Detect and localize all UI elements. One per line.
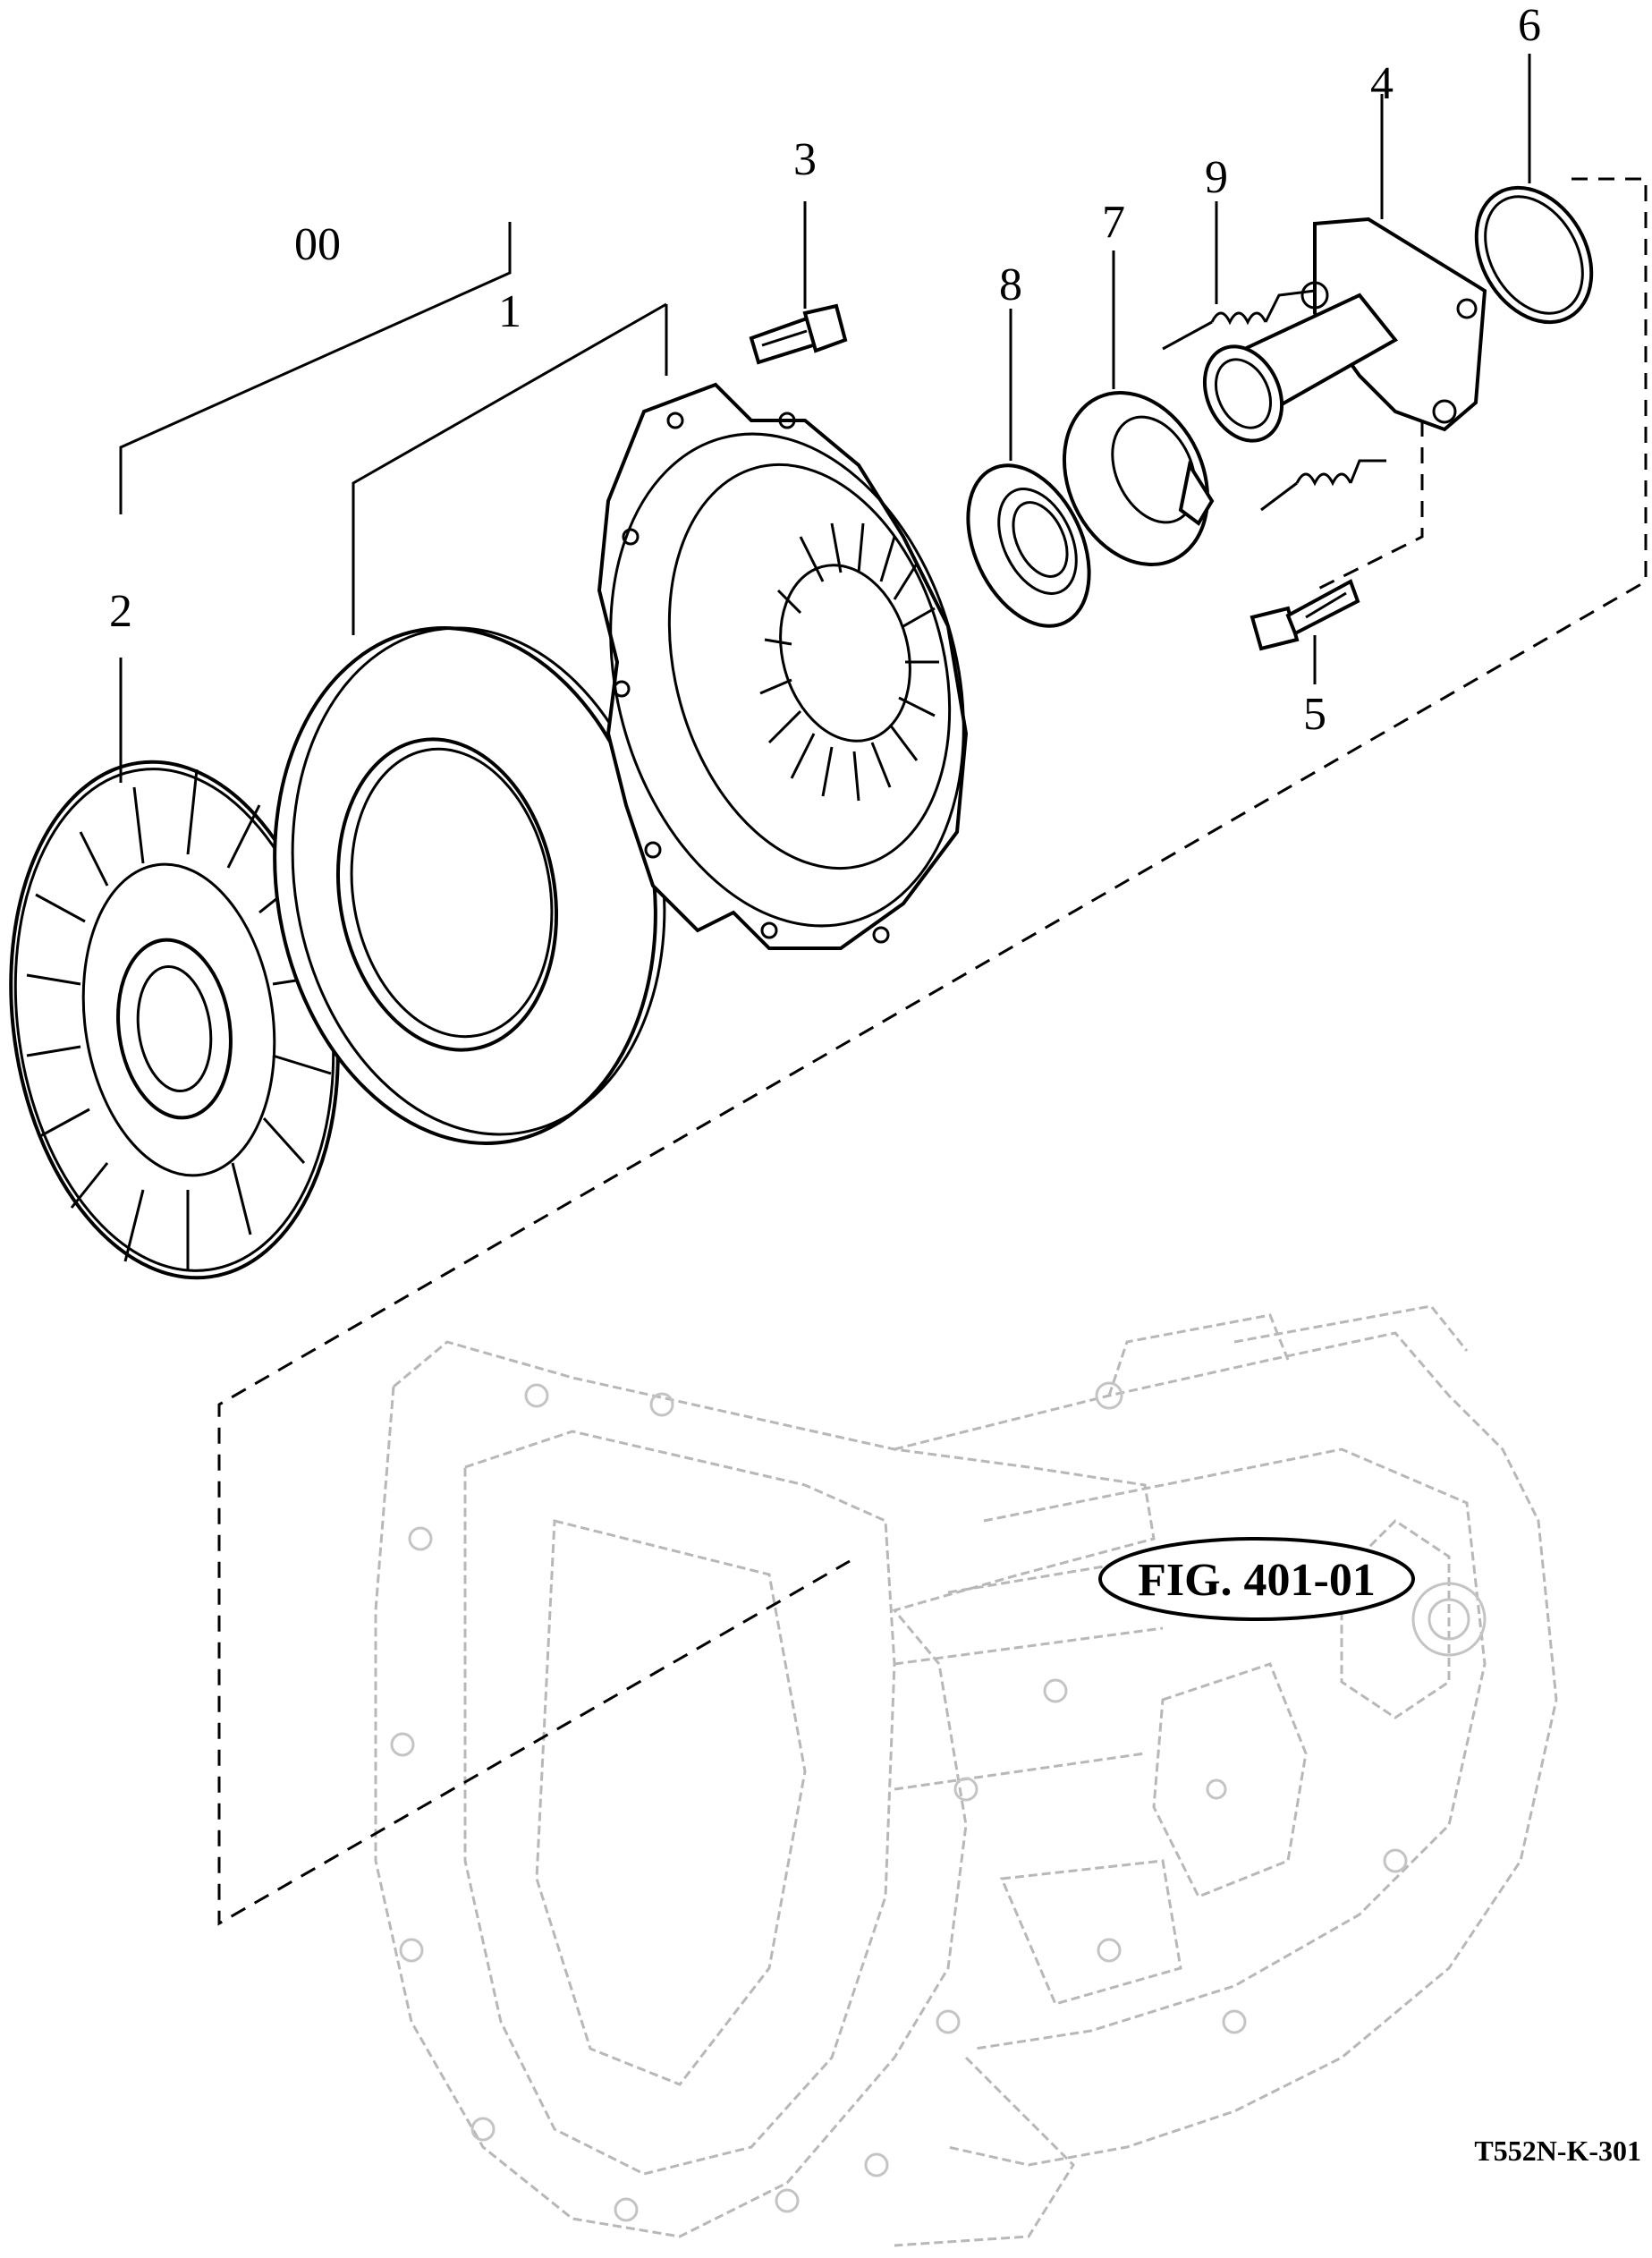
- callout-4: 4: [1370, 58, 1394, 109]
- callout-00: 00: [294, 219, 341, 270]
- release-bearing-7: [1062, 390, 1215, 567]
- guide-sleeve-4: [1202, 216, 1487, 443]
- clutch-disc: [9, 760, 340, 1280]
- callout-2: 2: [109, 586, 132, 637]
- assembly-boundary-dashed: [217, 177, 1648, 1926]
- transmission-housing-outline: [374, 1304, 1558, 2247]
- figure-reference-label: FIG. 401-01: [1138, 1555, 1376, 1606]
- callout-7: 7: [1102, 197, 1125, 248]
- bearing-8: [966, 463, 1091, 628]
- spring-9-lower: [1260, 459, 1386, 512]
- bolt-5: [1250, 579, 1360, 651]
- alignment-line-dashed: [1314, 420, 1424, 592]
- clutch-ring: [273, 626, 666, 1145]
- callout-6: 6: [1518, 0, 1541, 51]
- spring-9-upper: [1162, 289, 1316, 351]
- leader-lines: [119, 54, 1531, 783]
- drawing-code: T552N-K-301: [1474, 2135, 1641, 2167]
- callout-9: 9: [1205, 152, 1228, 203]
- callout-8: 8: [999, 259, 1022, 310]
- callout-3: 3: [793, 134, 817, 185]
- callout-5: 5: [1303, 689, 1326, 740]
- bolt-3: [749, 303, 848, 365]
- callout-1: 1: [498, 286, 521, 337]
- pressure-plate-assembly: [597, 382, 969, 950]
- figure-reference-badge[interactable]: FIG. 401-01: [1098, 1537, 1415, 1621]
- o-ring-6: [1474, 185, 1594, 325]
